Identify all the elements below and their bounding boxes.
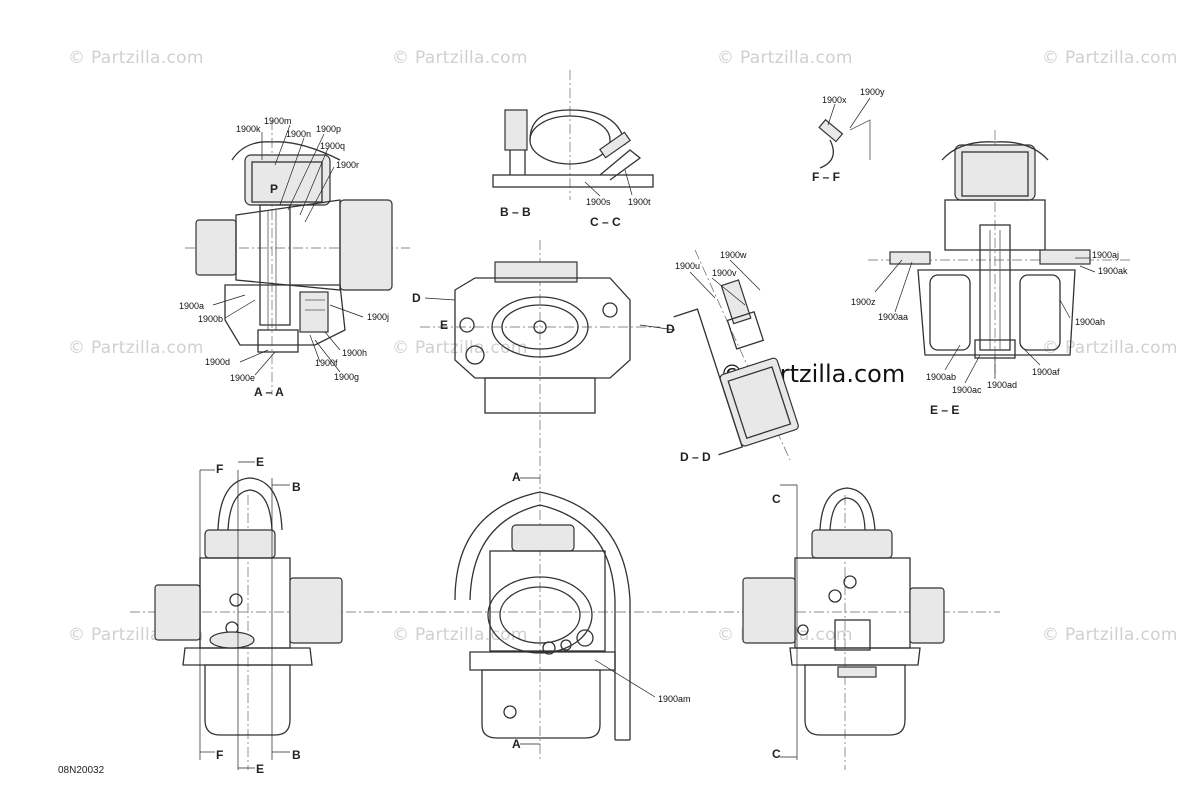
part-label: 1900v — [712, 268, 737, 278]
leader-lines — [212, 97, 1096, 698]
part-label: 1900j — [367, 312, 390, 322]
watermark: © Partzilla.com — [392, 338, 528, 358]
side-view-left — [154, 461, 343, 770]
section-label-c-c: C – C — [590, 215, 621, 229]
section-marker-a: A — [512, 470, 521, 484]
section-label-b-b: B – B — [500, 205, 531, 219]
watermark: © Partzilla.com — [717, 48, 853, 68]
section-marker-c: C — [772, 492, 781, 506]
section-label-d-d: D – D — [680, 450, 711, 464]
section-label-e-e: E – E — [930, 403, 960, 417]
top-view — [424, 261, 676, 414]
section-marker-d: D — [666, 322, 675, 336]
part-label: 1900ab — [926, 372, 957, 382]
section-f-f-view — [818, 118, 871, 169]
section-marker-a: A — [512, 737, 521, 751]
part-label: 1900z — [851, 297, 876, 307]
part-label: 1900w — [720, 250, 747, 260]
part-label: 1900s — [586, 197, 611, 207]
part-label: 1900ad — [987, 380, 1018, 390]
part-label: 1900k — [236, 124, 261, 134]
part-label: 1900g — [334, 372, 360, 382]
section-marker-f: F — [216, 748, 224, 762]
section-marker-e: E — [256, 762, 265, 776]
part-label: 1900ah — [1075, 317, 1106, 327]
diagram-code: 08N20032 — [58, 765, 105, 776]
part-label: 1900a — [179, 301, 205, 311]
part-label: 1900ac — [952, 385, 982, 395]
part-label: 1900am — [658, 694, 691, 704]
section-e-e-view — [889, 141, 1091, 359]
section-marker-f: F — [216, 462, 224, 476]
part-label: 1900y — [860, 87, 885, 97]
watermark: © Partzilla.com — [392, 625, 528, 645]
watermark: © Partzilla.com — [1042, 338, 1178, 358]
part-label: 1900f — [315, 358, 338, 368]
part-label: 1900b — [198, 314, 224, 324]
section-marker-d: D — [412, 291, 421, 305]
section-d-d-view — [673, 279, 799, 456]
part-label: 1900n — [286, 129, 312, 139]
watermark: © Partzilla.com — [1042, 625, 1178, 645]
front-view — [454, 477, 631, 745]
part-label: 1900d — [205, 357, 231, 367]
watermark: © Partzilla.com — [1042, 48, 1178, 68]
part-label: 1900q — [320, 141, 346, 151]
section-a-a-view — [195, 141, 393, 353]
part-label: 1900x — [822, 95, 847, 105]
part-label: 1900u — [675, 261, 701, 271]
part-label: 1900e — [230, 373, 256, 383]
part-label: 1900t — [628, 197, 651, 207]
section-marker-c: C — [772, 747, 781, 761]
section-label-f-f: F – F — [812, 170, 841, 184]
section-marker-e: E — [440, 318, 449, 332]
section-b-b-c-c-view — [492, 109, 654, 188]
section-marker-b: B — [292, 480, 301, 494]
watermark: © Partzilla.com — [392, 48, 528, 68]
part-label: 1900aj — [1092, 250, 1120, 260]
section-label-a-a: A – A — [254, 385, 284, 399]
part-label: 1900ak — [1098, 266, 1128, 276]
section-marker-e: E — [256, 455, 265, 469]
part-label: 1900h — [342, 348, 368, 358]
part-label: 1900p — [316, 124, 342, 134]
section-marker-p: P — [270, 182, 279, 196]
part-label: 1900r — [336, 160, 360, 170]
section-marker-b: B — [292, 748, 301, 762]
watermark: © Partzilla.com — [68, 338, 204, 358]
side-view-right — [742, 484, 945, 760]
part-label: 1900af — [1032, 367, 1060, 377]
part-label: 1900aa — [878, 312, 909, 322]
watermark: © Partzilla.com — [68, 48, 204, 68]
part-label: 1900m — [264, 116, 292, 126]
